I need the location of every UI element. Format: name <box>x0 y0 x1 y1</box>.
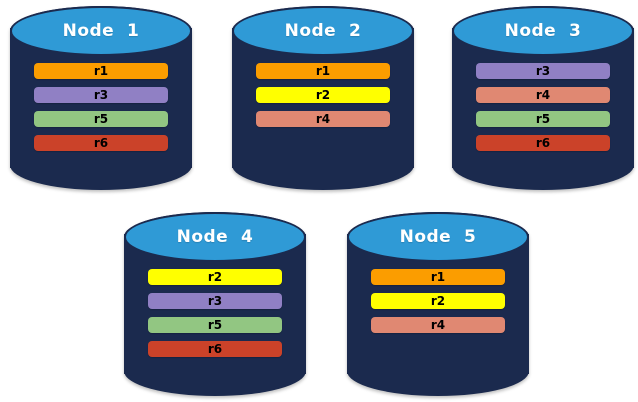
shard-list: r1 r2 r4 <box>370 269 506 334</box>
cylinder-top-ellipse: Node 4 <box>124 212 306 262</box>
cylinder-top-ellipse: Node 3 <box>452 6 634 56</box>
shard-r5[interactable]: r5 <box>475 111 611 128</box>
shard-r1[interactable]: r1 <box>370 269 506 286</box>
node-2[interactable]: Node 2 r1 r2 r4 <box>232 6 414 190</box>
cylinder-top-ellipse: Node 2 <box>232 6 414 56</box>
shard-r2[interactable]: r2 <box>147 269 283 286</box>
node-title: Node 3 <box>504 20 582 41</box>
shard-r1[interactable]: r1 <box>255 63 391 80</box>
shard-r6[interactable]: r6 <box>33 135 169 152</box>
shard-r4[interactable]: r4 <box>475 87 611 104</box>
node-title: Node 5 <box>399 226 477 247</box>
node-title: Node 2 <box>284 20 362 41</box>
shard-r3[interactable]: r3 <box>33 87 169 104</box>
node-4[interactable]: Node 4 r2 r3 r5 r6 <box>124 212 306 396</box>
shard-r4[interactable]: r4 <box>255 111 391 128</box>
shard-list: r2 r3 r5 r6 <box>147 269 283 358</box>
shard-r1[interactable]: r1 <box>33 63 169 80</box>
cylinder-top-ellipse: Node 5 <box>347 212 529 262</box>
node-1[interactable]: Node 1 r1 r3 r5 r6 <box>10 6 192 190</box>
cylinder-top-ellipse: Node 1 <box>10 6 192 56</box>
shard-r6[interactable]: r6 <box>147 341 283 358</box>
node-title: Node 4 <box>176 226 254 247</box>
shard-r3[interactable]: r3 <box>475 63 611 80</box>
shard-list: r3 r4 r5 r6 <box>475 63 611 152</box>
node-title: Node 1 <box>62 20 140 41</box>
shard-r3[interactable]: r3 <box>147 293 283 310</box>
shard-r4[interactable]: r4 <box>370 317 506 334</box>
node-5[interactable]: Node 5 r1 r2 r4 <box>347 212 529 396</box>
shard-list: r1 r3 r5 r6 <box>33 63 169 152</box>
shard-list: r1 r2 r4 <box>255 63 391 128</box>
node-3[interactable]: Node 3 r3 r4 r5 r6 <box>452 6 634 190</box>
shard-r5[interactable]: r5 <box>33 111 169 128</box>
shard-r6[interactable]: r6 <box>475 135 611 152</box>
shard-r2[interactable]: r2 <box>255 87 391 104</box>
shard-r2[interactable]: r2 <box>370 293 506 310</box>
shard-r5[interactable]: r5 <box>147 317 283 334</box>
